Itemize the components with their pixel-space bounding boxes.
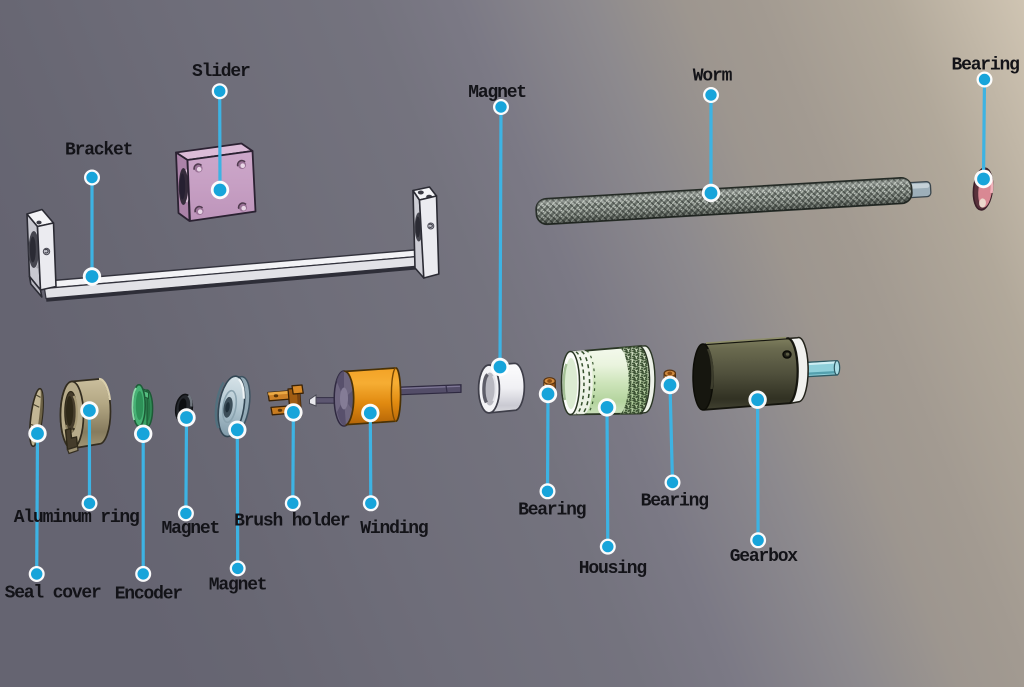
svg-text:Bracket: Bracket [65,141,133,161]
svg-text:Bearing: Bearing [952,56,1020,76]
svg-text:Magnet: Magnet [209,576,267,596]
svg-text:Housing: Housing [579,559,647,579]
svg-text:Bearing: Bearing [641,492,709,512]
svg-text:Bearing: Bearing [518,500,586,520]
svg-text:Gearbox: Gearbox [730,547,799,567]
svg-text:Brush holder: Brush holder [234,511,350,531]
svg-text:Seal cover: Seal cover [5,584,101,604]
svg-text:Magnet: Magnet [162,519,220,539]
svg-text:Winding: Winding [360,519,428,539]
svg-text:Aluminum ring: Aluminum ring [14,508,139,528]
svg-text:Encoder: Encoder [115,584,183,604]
svg-text:Worm: Worm [693,66,733,86]
svg-text:Slider: Slider [192,62,250,82]
svg-text:Magnet: Magnet [468,83,526,103]
